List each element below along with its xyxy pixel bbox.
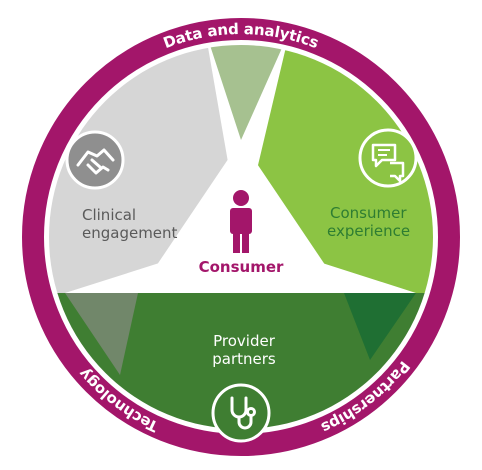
lower-right-overlap-segment — [344, 293, 416, 360]
top-overlap-segment — [205, 45, 290, 140]
provider-label-line2: partners — [212, 350, 276, 368]
lower-left-overlap-segment — [65, 293, 138, 375]
clinical-label-line1: Clinical — [82, 206, 136, 224]
chat-bubbles-icon — [358, 128, 418, 188]
handshake-icon — [65, 130, 125, 190]
provider-label-line1: Provider — [213, 332, 276, 350]
person-icon — [230, 190, 252, 253]
clinical-label-line2: engagement — [82, 224, 178, 242]
stethoscope-icon — [211, 383, 271, 443]
consumer-experience-label-line1: Consumer — [330, 204, 407, 222]
consumer-experience-label-line2: experience — [327, 222, 410, 240]
center-label: Consumer — [199, 258, 284, 276]
outer-ring — [22, 18, 460, 456]
